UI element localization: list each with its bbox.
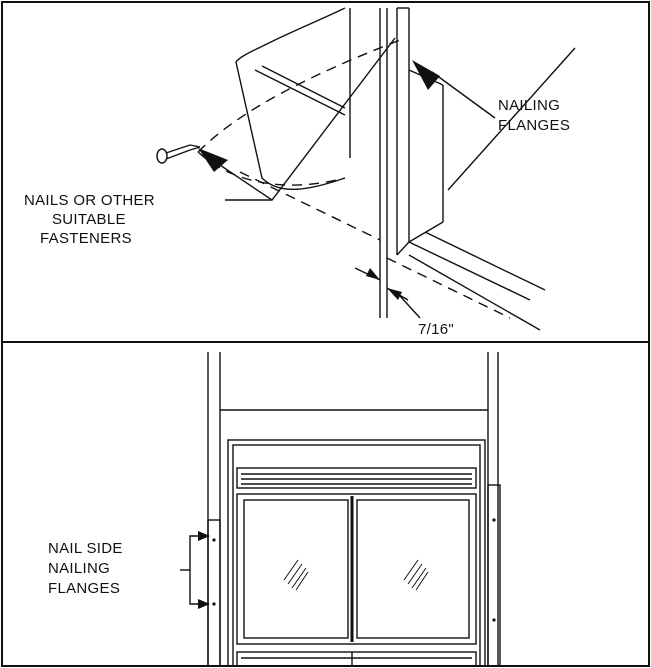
flange-nail-dot xyxy=(212,602,216,606)
bottom-plate-dashed xyxy=(239,171,381,241)
bottom-detail-panel xyxy=(180,352,501,667)
dimension-leader xyxy=(399,295,421,319)
window-top-rail xyxy=(236,467,477,489)
arrow-to-nail-icon xyxy=(198,148,228,172)
glass-hatch-right-icon xyxy=(403,559,429,591)
flange-nail-dot xyxy=(212,538,216,542)
leader-nailing-flanges xyxy=(447,47,576,191)
wall-cutout-outline xyxy=(235,7,346,190)
label-nail-side-2: NAILING xyxy=(48,560,110,577)
left-glass-pane xyxy=(243,499,349,639)
bracket-arrow-bottom-icon xyxy=(198,599,210,609)
wall-stud-line xyxy=(254,69,346,116)
wall-stud-line-2 xyxy=(261,65,346,109)
label-nailing-flanges-1: NAILING xyxy=(498,97,560,114)
label-nail-side-3: FLANGES xyxy=(48,580,120,597)
label-nails-1: NAILS OR OTHER xyxy=(24,192,155,209)
right-side-flange xyxy=(487,484,501,667)
label-nails-3: FASTENERS xyxy=(40,230,132,247)
window-bottom-rail xyxy=(236,651,477,667)
right-glass-pane xyxy=(356,499,470,639)
label-nail-side-1: NAIL SIDE xyxy=(48,540,123,557)
top-detail-panel xyxy=(197,7,576,331)
flange-nail-dot xyxy=(492,618,496,622)
label-nails-2: SUITABLE xyxy=(52,211,126,228)
flange-bottom xyxy=(396,241,410,256)
dimension-arrow-right-icon xyxy=(387,288,402,300)
label-nailing-flanges-2: FLANGES xyxy=(498,117,570,134)
bracket-arrow-top-icon xyxy=(198,531,210,541)
sill-line xyxy=(408,241,531,301)
sill-line xyxy=(424,231,546,291)
label-dimension: 7/16" xyxy=(418,321,454,338)
arrow-to-flange-icon xyxy=(412,60,440,90)
sill-line xyxy=(408,254,541,331)
leader-fasteners xyxy=(225,37,396,201)
label-bracket xyxy=(189,535,200,605)
nail-icon xyxy=(156,144,201,164)
dimension-arrow-left-icon xyxy=(366,268,380,280)
leader-nailing-flanges-2 xyxy=(431,71,496,119)
flange-nail-dot xyxy=(492,518,496,522)
bottom-plate-dashed xyxy=(386,257,511,319)
fastener-path-dashed xyxy=(197,39,401,153)
window-sash-frame xyxy=(236,493,477,645)
left-side-flange xyxy=(207,519,221,667)
glass-hatch-left-icon xyxy=(283,559,309,591)
